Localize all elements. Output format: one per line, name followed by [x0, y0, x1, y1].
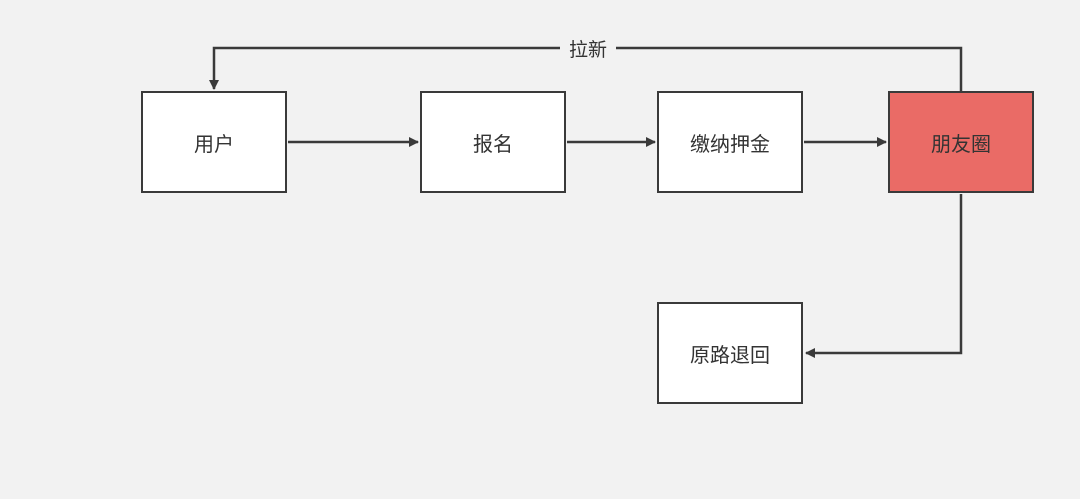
node-pay-deposit[interactable]: 缴纳押金 — [657, 91, 803, 193]
node-moments[interactable]: 朋友圈 — [888, 91, 1034, 193]
edge-moments-to-return — [805, 194, 963, 358]
node-signup[interactable]: 报名 — [420, 91, 566, 193]
edge-label-feedback: 拉新 — [560, 35, 616, 61]
node-return-original-route[interactable]: 原路退回 — [657, 302, 803, 404]
node-user[interactable]: 用户 — [141, 91, 287, 193]
